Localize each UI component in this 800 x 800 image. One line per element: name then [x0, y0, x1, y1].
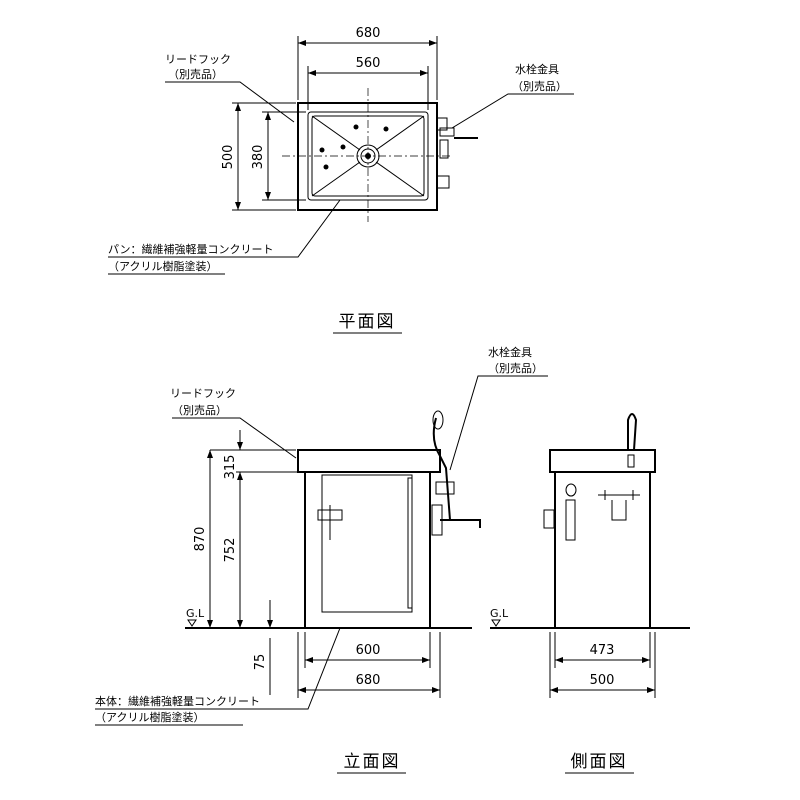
plan-view: 680 560 500 380 リードフック （別売品） 水栓金具 （別売品） … — [108, 26, 574, 334]
side-view: G.L 473 500 側面図 — [490, 413, 690, 774]
side-title: 側面図 — [571, 752, 628, 772]
side-gl-label: G.L — [490, 607, 509, 620]
dim-below-gl: 75 — [253, 654, 268, 671]
dim-total-height: 870 — [193, 527, 208, 552]
label-front-faucet-note: （別売品） — [488, 362, 543, 375]
label-front-faucet: 水栓金具 — [488, 345, 532, 359]
label-pan-note: （アクリル樹脂塗装） — [108, 259, 217, 273]
dim-top-height: 315 — [223, 455, 238, 480]
label-front-lead-hook: リードフック — [170, 387, 236, 400]
faucet-icon — [598, 413, 640, 521]
shower-faucet-icon — [431, 410, 481, 536]
label-body-note: （アクリル樹脂塗装） — [95, 710, 204, 724]
shower-head-icon — [565, 483, 577, 541]
dim-width-outer: 680 — [356, 26, 381, 41]
dim-side-width-inner: 473 — [590, 643, 615, 658]
door-handle-icon — [317, 505, 343, 540]
label-faucet-note: （別売品） — [512, 80, 567, 93]
label-front-lead-hook-note: （別売品） — [172, 404, 227, 417]
label-lead-hook-note: （別売品） — [168, 68, 223, 81]
faucet-icon — [436, 117, 478, 189]
label-body: 本体：繊維補強軽量コンクリート — [95, 694, 260, 708]
front-view: 870 752 315 75 G.L 600 680 リードフック （別売品） … — [95, 345, 548, 774]
dim-front-width-inner: 600 — [356, 643, 381, 658]
dim-body-height: 752 — [223, 538, 238, 563]
front-title: 立面図 — [344, 752, 401, 772]
dim-front-width-outer: 680 — [356, 673, 381, 688]
label-pan: パン：繊維補強軽量コンクリート — [108, 243, 274, 256]
label-faucet: 水栓金具 — [515, 62, 559, 76]
gl-label: G.L — [186, 607, 205, 620]
label-lead-hook: リードフック — [165, 53, 231, 66]
dim-depth-inner: 380 — [251, 145, 266, 170]
plan-title: 平面図 — [339, 312, 396, 332]
dim-width-inner: 560 — [356, 56, 381, 71]
paw-prints — [319, 124, 389, 170]
dim-depth-outer: 500 — [221, 145, 236, 170]
dim-side-width-outer: 500 — [590, 673, 615, 688]
